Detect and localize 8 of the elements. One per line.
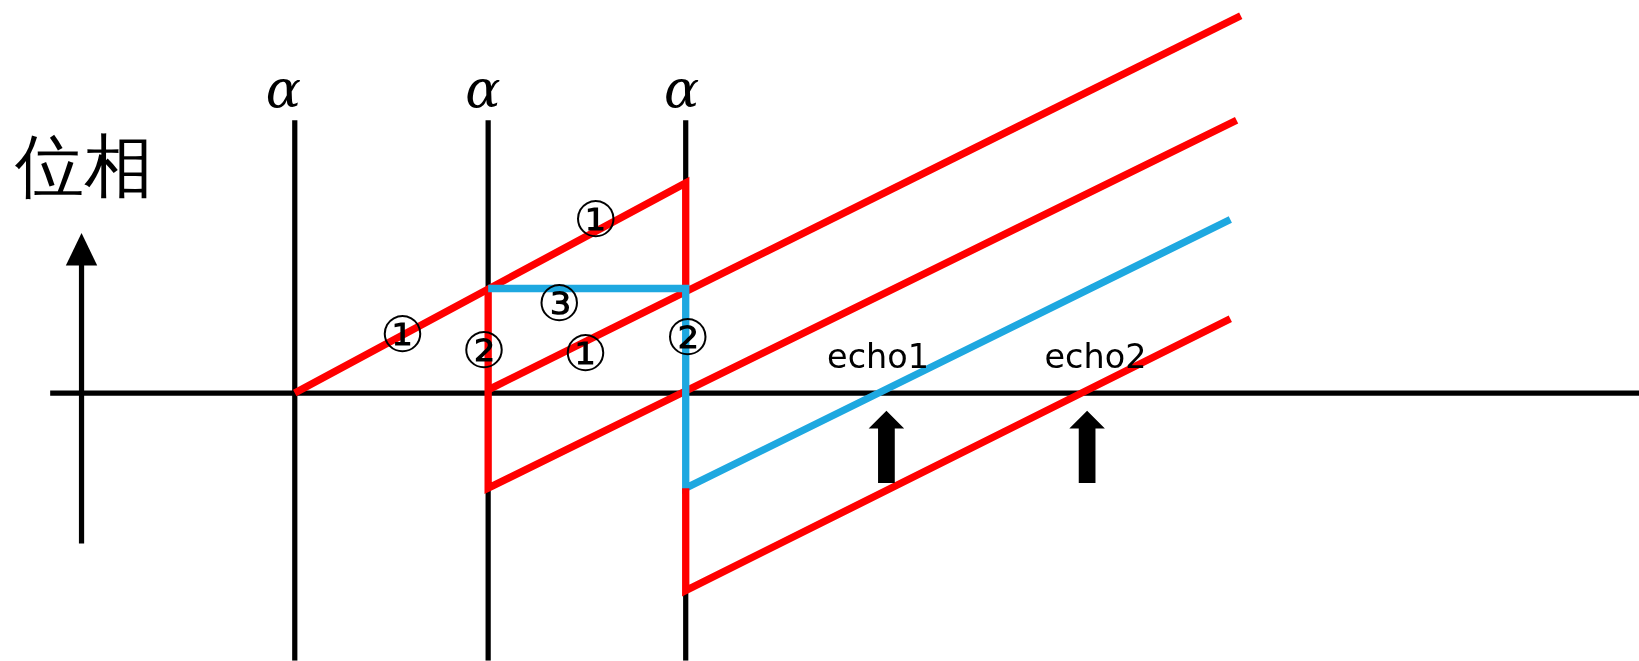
path-number: ①: [562, 328, 608, 379]
pulse-label: α: [663, 62, 700, 115]
echo-label: echo2: [1044, 339, 1147, 374]
path-number: ③: [536, 278, 582, 329]
echo-label: echo1: [827, 339, 929, 374]
axis-label: 位相: [14, 132, 153, 202]
pulse-label: α: [265, 62, 301, 115]
pulse-label: α: [465, 62, 501, 115]
